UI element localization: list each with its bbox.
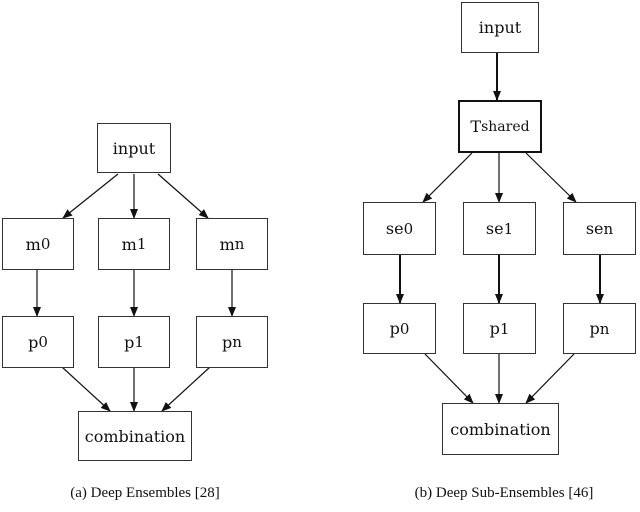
node-a-model-1-base: m bbox=[121, 234, 137, 254]
node-b-input: input bbox=[461, 2, 539, 53]
node-b-shared-base: T bbox=[470, 117, 482, 136]
node-a-model-n-base: m bbox=[219, 234, 235, 254]
edge-b-p0-combination bbox=[424, 353, 474, 404]
edge-a-p0-combination bbox=[61, 366, 111, 412]
node-a-model-0-base: m bbox=[25, 234, 41, 254]
node-b-subensemble-n-base: se bbox=[585, 219, 604, 238]
node-b-combination-label: combination bbox=[450, 419, 551, 439]
edge-b-shared-se0 bbox=[422, 152, 473, 203]
node-a-combination: combination bbox=[78, 411, 192, 461]
node-b-subensemble-1-base: se bbox=[485, 219, 504, 238]
node-b-input-label: input bbox=[478, 18, 522, 37]
edge-a-input-m0 bbox=[62, 173, 119, 219]
diagram-a-edges bbox=[33, 173, 236, 412]
diagram-b-edges bbox=[396, 53, 604, 404]
node-b-prediction-0-base: p bbox=[389, 319, 400, 338]
node-b-prediction-1-base: p bbox=[489, 319, 500, 338]
edge-a-input-mn bbox=[157, 173, 209, 219]
caption-a: (a) Deep Ensembles [28] bbox=[70, 485, 220, 501]
node-a-input-label: input bbox=[112, 138, 156, 158]
node-b-subensemble-0-base: se bbox=[385, 219, 404, 238]
node-a-prediction-0-base: p bbox=[28, 332, 39, 352]
edge-b-pn-combination bbox=[525, 353, 575, 404]
caption-b: (b) Deep Sub-Ensembles [46] bbox=[414, 485, 594, 501]
node-a-prediction-1-base: p bbox=[124, 332, 135, 352]
edge-a-pn-combination bbox=[161, 366, 211, 412]
node-a-combination-label: combination bbox=[84, 426, 186, 446]
node-a-prediction-n-base: p bbox=[222, 332, 233, 352]
node-b-combination: combination bbox=[442, 403, 559, 455]
edge-b-shared-sen bbox=[525, 152, 577, 203]
node-b-prediction-n-base: p bbox=[589, 319, 600, 338]
node-a-input: input bbox=[97, 123, 171, 173]
